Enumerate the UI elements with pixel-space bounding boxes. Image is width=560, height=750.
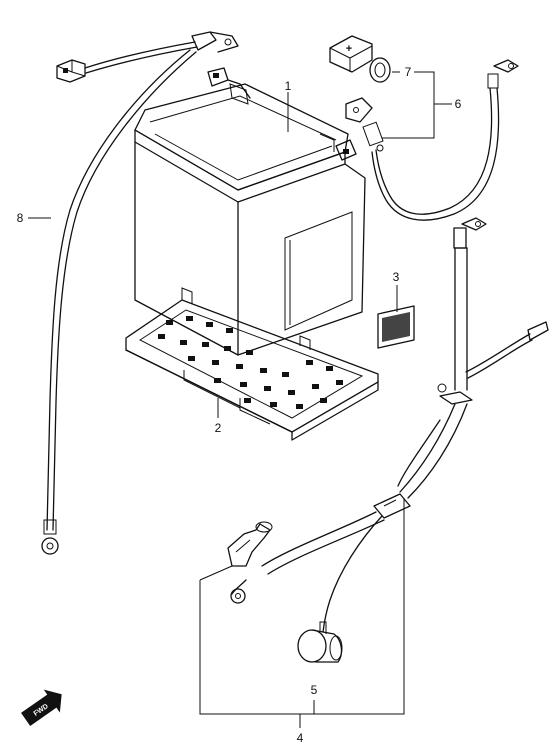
part-1-battery bbox=[134, 67, 366, 356]
forward-direction-arrow: FWD bbox=[21, 689, 62, 727]
part-7-terminal-cap: + bbox=[329, 35, 391, 83]
part-2-battery-tray bbox=[125, 287, 379, 441]
part-8-negative-cable bbox=[41, 31, 239, 555]
callout-7: 7 bbox=[405, 65, 412, 79]
part-4-harness-assembly bbox=[227, 217, 549, 633]
part-6-positive-cable bbox=[345, 59, 519, 221]
callout-3: 3 bbox=[393, 270, 400, 284]
callout-4: 4 bbox=[297, 731, 304, 745]
callout-6: 6 bbox=[455, 97, 462, 111]
terminal-cap-plus-mark: + bbox=[346, 43, 352, 55]
callout-1: 1 bbox=[285, 79, 292, 93]
leader-lines bbox=[28, 71, 452, 728]
callout-2: 2 bbox=[215, 421, 222, 435]
part-5-fuse-cap bbox=[297, 621, 343, 663]
callout-labels: 1 2 3 4 5 6 7 8 bbox=[17, 65, 462, 745]
callout-5: 5 bbox=[311, 683, 318, 697]
part-3-label-sticker bbox=[377, 305, 415, 349]
callout-8: 8 bbox=[17, 211, 24, 225]
